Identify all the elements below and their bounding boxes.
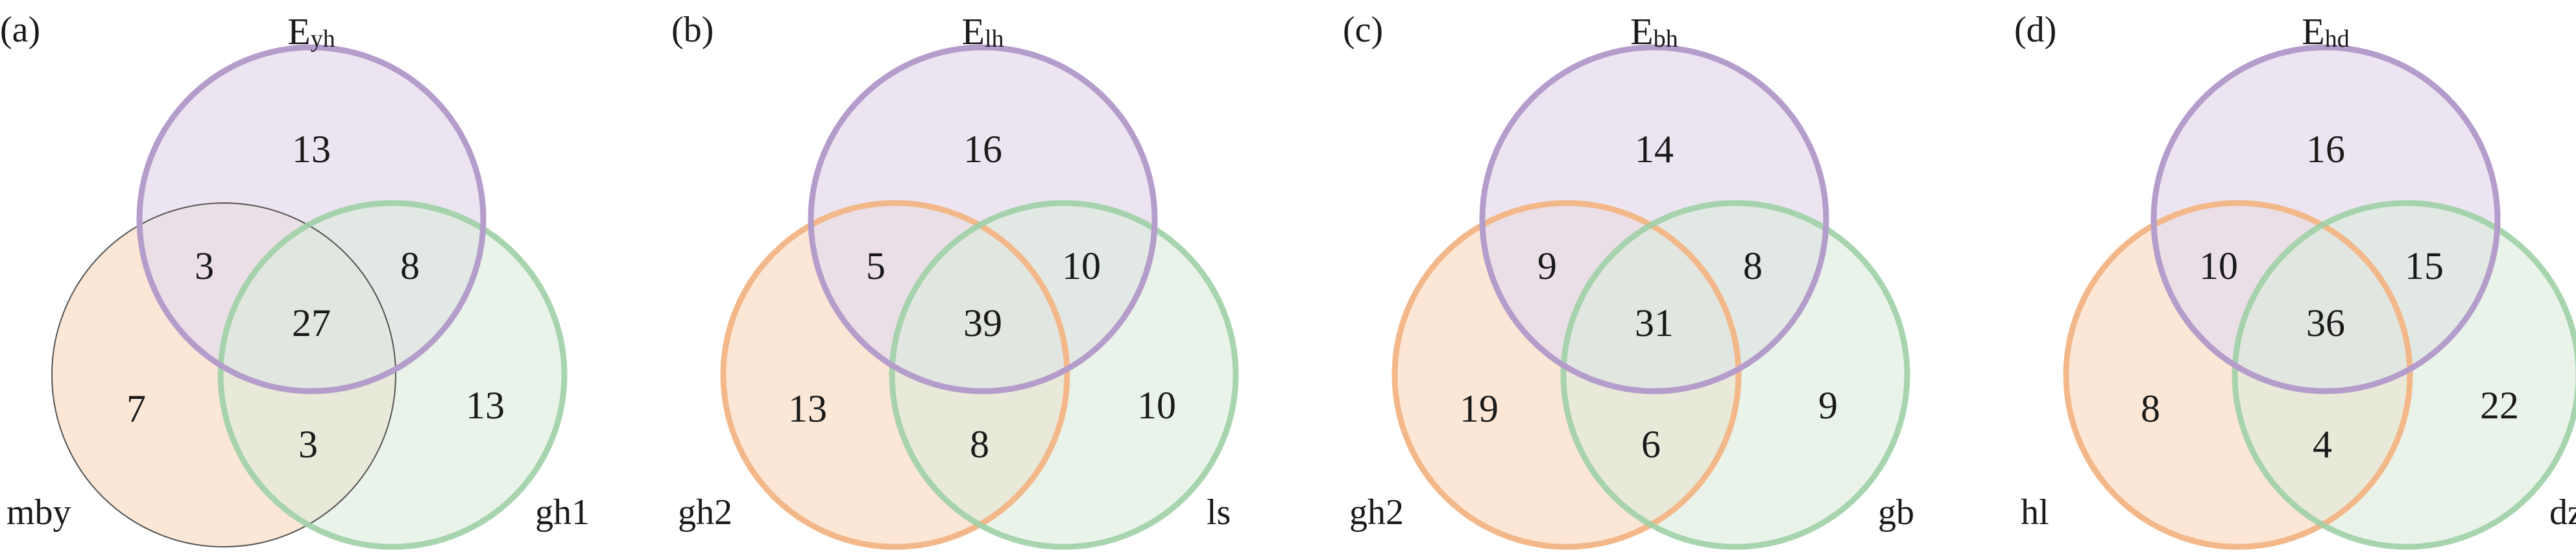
right-set-outline bbox=[1560, 200, 1910, 550]
region-count-center: 39 bbox=[963, 302, 1002, 344]
left-set-outline bbox=[720, 200, 1070, 550]
left-set-label: gh2 bbox=[678, 492, 732, 533]
region-count-left-right: 4 bbox=[2313, 423, 2332, 466]
region-count-right: 22 bbox=[2480, 384, 2519, 427]
panel-title-subscript: hd bbox=[2325, 25, 2350, 53]
region-count-top-right: 8 bbox=[400, 245, 420, 287]
top-set-outline bbox=[136, 44, 487, 394]
region-count-center: 31 bbox=[1635, 302, 1674, 344]
panel-title-subscript: yh bbox=[311, 25, 335, 53]
panel-label: (b) bbox=[671, 10, 714, 50]
left-set-outline bbox=[1391, 200, 1742, 550]
region-count-top: 16 bbox=[963, 128, 1002, 171]
right-set-label: gh1 bbox=[535, 492, 590, 533]
region-count-center: 27 bbox=[292, 302, 331, 344]
region-count-left-right: 3 bbox=[298, 423, 318, 466]
region-count-top-right: 15 bbox=[2405, 245, 2444, 287]
venn-panel-d: (d) Ehd hl dz 16 8 22 10 15 4 36 bbox=[2014, 10, 2576, 550]
venn-panel-b: (b) Elh gh2 ls 16 13 10 5 10 8 39 bbox=[671, 10, 1239, 550]
region-count-top: 14 bbox=[1635, 128, 1674, 171]
region-count-right: 13 bbox=[466, 384, 505, 427]
right-set-circle bbox=[892, 203, 1236, 547]
right-set-label: gb bbox=[1878, 492, 1914, 533]
panel-title: Eyh bbox=[287, 10, 335, 53]
region-count-top-left: 10 bbox=[2199, 245, 2238, 287]
top-set-outline bbox=[2150, 44, 2501, 394]
right-set-circle bbox=[221, 203, 564, 547]
region-count-top: 13 bbox=[292, 128, 331, 171]
left-set-label: gh2 bbox=[1349, 492, 1404, 533]
region-count-left: 7 bbox=[126, 387, 146, 430]
venn-panel-a: (a) Eyh mby gh1 13 7 13 3 8 3 27 bbox=[0, 10, 590, 550]
right-set-label: ls bbox=[1207, 492, 1231, 533]
panel-label: (d) bbox=[2014, 10, 2056, 50]
top-set-outline bbox=[808, 44, 1158, 394]
region-count-right: 9 bbox=[1818, 384, 1838, 427]
region-count-left-right: 8 bbox=[970, 423, 989, 466]
region-count-top-left: 9 bbox=[1537, 245, 1557, 287]
region-count-top-left: 3 bbox=[195, 245, 214, 287]
region-count-right: 10 bbox=[1137, 384, 1176, 427]
panel-title-main: E bbox=[287, 10, 310, 53]
panel-title: Ebh bbox=[1630, 10, 1678, 53]
left-set-outline bbox=[2063, 200, 2413, 550]
region-count-top-right: 8 bbox=[1743, 245, 1763, 287]
region-count-top: 16 bbox=[2306, 128, 2345, 171]
right-set-outline bbox=[217, 200, 568, 550]
region-count-top-left: 5 bbox=[866, 245, 885, 287]
region-count-left: 13 bbox=[788, 387, 827, 430]
panel-label: (a) bbox=[0, 10, 40, 50]
right-set-label: dz bbox=[2549, 492, 2576, 533]
panel-title-main: E bbox=[2302, 10, 2324, 53]
left-set-label: hl bbox=[2021, 492, 2049, 533]
venn-panel-c: (c) Ebh gh2 gb 14 19 9 9 8 6 31 bbox=[1343, 10, 1914, 550]
panel-title-subscript: bh bbox=[1654, 25, 1678, 53]
right-set-outline bbox=[889, 200, 1239, 550]
left-set-outline bbox=[51, 202, 396, 547]
right-set-outline bbox=[2232, 200, 2576, 550]
panel-title: Ehd bbox=[2302, 10, 2349, 53]
region-count-left-right: 6 bbox=[1641, 423, 1661, 466]
panel-label: (c) bbox=[1343, 10, 1383, 50]
panel-title-main: E bbox=[1630, 10, 1653, 53]
left-set-label: mby bbox=[6, 492, 71, 533]
panel-title-main: E bbox=[962, 10, 985, 53]
region-count-left: 19 bbox=[1460, 387, 1499, 430]
panel-title: Elh bbox=[962, 10, 1004, 53]
top-set-outline bbox=[1479, 44, 1829, 394]
panel-title-subscript: lh bbox=[985, 25, 1004, 53]
region-count-top-right: 10 bbox=[1062, 245, 1101, 287]
region-count-left: 8 bbox=[2141, 387, 2160, 430]
right-set-circle bbox=[2235, 203, 2576, 547]
region-count-center: 36 bbox=[2306, 302, 2345, 344]
right-set-circle bbox=[1563, 203, 1907, 547]
